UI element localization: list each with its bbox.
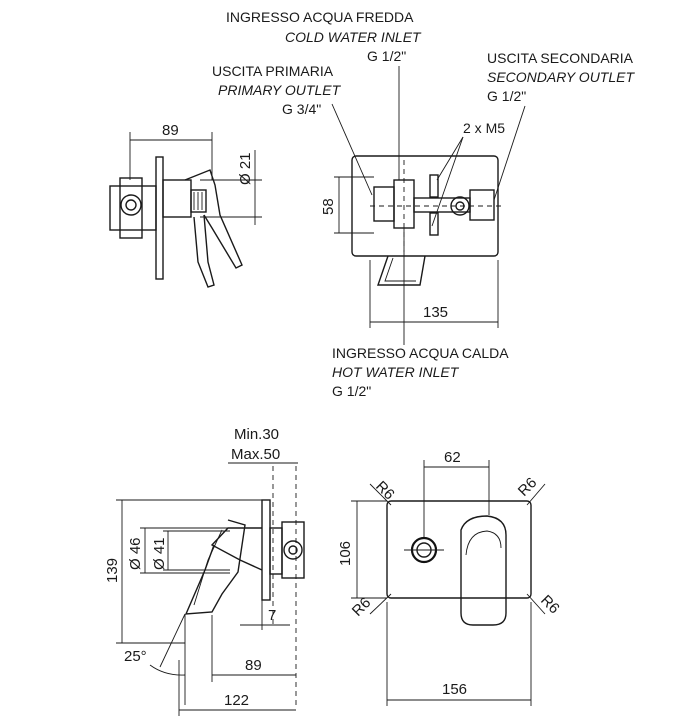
secondary-outlet-size: G 1/2" [487, 88, 526, 104]
primary-outlet-it: USCITA PRIMARIA [212, 63, 334, 79]
dim-62: 62 [444, 449, 461, 466]
dim-89-top: 89 [162, 122, 179, 139]
hot-inlet-it: INGRESSO ACQUA CALDA [332, 345, 509, 361]
bottom-front-view: 62 106 156 R6 R6 R6 R6 [337, 449, 563, 706]
cold-inlet-it: INGRESSO ACQUA FREDDA [226, 9, 414, 25]
angle-25: 25° [124, 648, 147, 665]
cold-inlet-en: COLD WATER INLET [285, 29, 422, 45]
dim-58: 58 [320, 198, 337, 215]
r6-top-right: R6 [515, 474, 541, 500]
dim-d21: Ø 21 [237, 152, 254, 185]
dim-7: 7 [268, 607, 276, 624]
dim-89-bottom: 89 [245, 657, 262, 674]
dim-106: 106 [337, 541, 354, 566]
primary-outlet-en: PRIMARY OUTLET [218, 82, 342, 98]
dim-122: 122 [224, 692, 249, 709]
secondary-outlet-it: USCITA SECONDARIA [487, 50, 634, 66]
top-front-view: INGRESSO ACQUA FREDDA COLD WATER INLET G… [212, 9, 635, 399]
hot-inlet-size: G 1/2" [332, 383, 371, 399]
primary-outlet-size: G 3/4" [282, 101, 321, 117]
screws-label: 2 x M5 [463, 120, 505, 136]
dim-135: 135 [423, 304, 448, 321]
r6-top-left: R6 [372, 478, 398, 504]
cold-inlet-size: G 1/2" [367, 48, 406, 64]
hot-inlet-en: HOT WATER INLET [332, 364, 460, 380]
top-side-view: 89 Ø 21 [109, 122, 262, 288]
dim-d46: Ø 46 [127, 537, 144, 570]
secondary-outlet-en: SECONDARY OUTLET [487, 69, 635, 85]
bottom-side-view: Min.30 Max.50 139 Ø 46 Ø 41 7 [104, 426, 305, 716]
dim-min30: Min.30 [234, 426, 279, 443]
dim-139: 139 [104, 558, 121, 583]
dim-156: 156 [442, 681, 467, 698]
dim-d41: Ø 41 [151, 537, 168, 570]
dim-max50: Max.50 [231, 446, 280, 463]
r6-bottom-right: R6 [537, 592, 563, 618]
